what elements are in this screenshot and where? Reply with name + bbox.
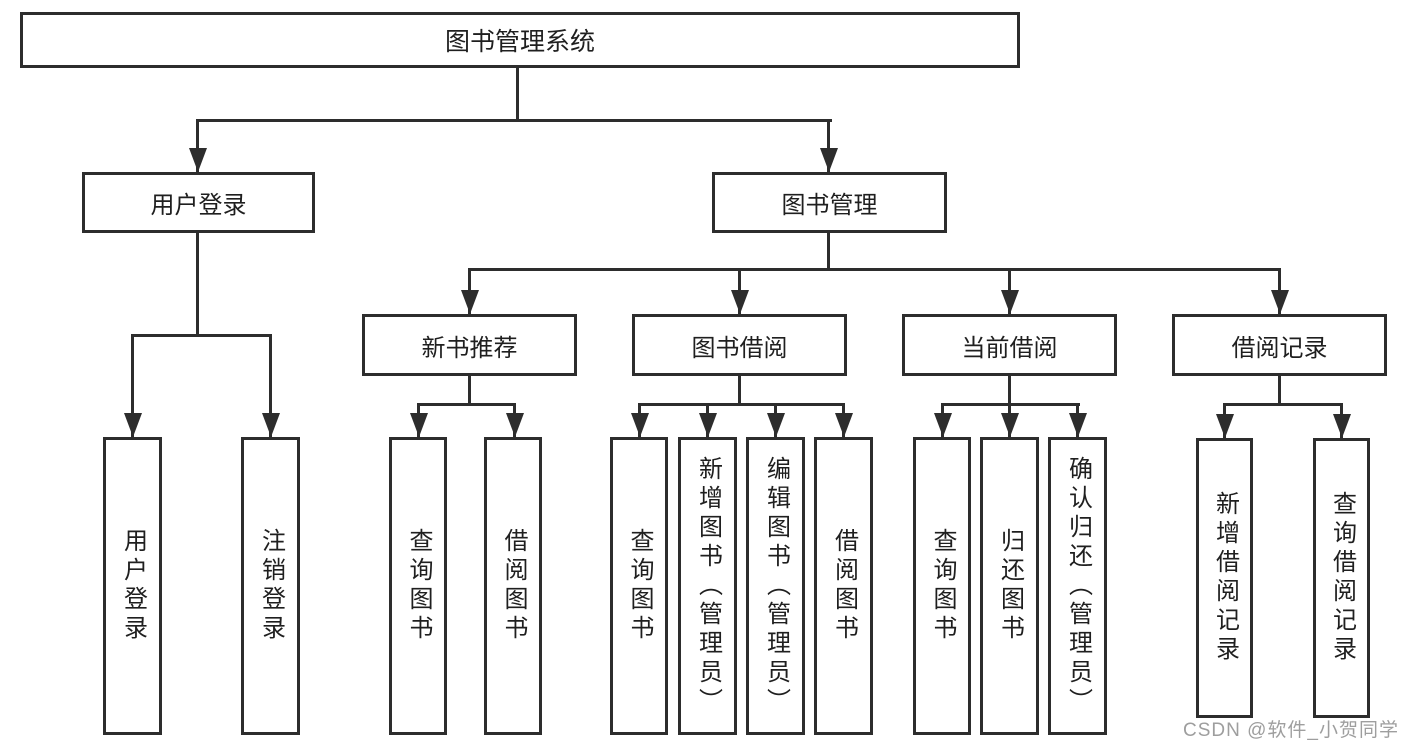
connector-mgmt-hline [468,268,1281,271]
leaf-edit-book-admin: 编辑图书（管理员） [746,437,805,735]
arrowhead-icon [934,413,952,437]
connector-records-vline [1278,376,1281,406]
leaf-user-login: 用户登录 [103,437,162,735]
arrowhead-icon [262,413,280,437]
node-book-management: 图书管理 [712,172,947,233]
arrowhead-icon [506,413,524,437]
connector-user-stem-1 [131,334,134,437]
leaf-add-book-admin: 新增图书（管理员） [678,437,737,735]
leaf-borrow-books-recommend: 借阅图书 [484,437,542,735]
arrowhead-icon [1216,414,1234,438]
leaf-query-books-current: 查询图书 [913,437,971,735]
arrowhead-icon [189,148,207,172]
connector-mgmt-vline [827,233,830,271]
node-borrow-records: 借阅记录 [1172,314,1387,376]
arrowhead-icon [124,413,142,437]
arrowhead-icon [835,413,853,437]
leaf-add-borrow-record: 新增借阅记录 [1196,438,1253,718]
connector-borrow-vline [738,376,741,406]
leaf-query-borrow-record: 查询借阅记录 [1313,438,1370,718]
connector-root-stem-left [196,119,199,172]
arrowhead-icon [1069,413,1087,437]
leaf-confirm-return-admin: 确认归还（管理员） [1048,437,1107,735]
connector-root-vline [516,68,519,122]
connector-borrow-hline [638,403,845,406]
arrowhead-icon [1333,414,1351,438]
leaf-query-books-recommend: 查询图书 [389,437,447,735]
node-root: 图书管理系统 [20,12,1020,68]
arrowhead-icon [820,148,838,172]
leaf-logout: 注销登录 [241,437,300,735]
connector-user-vline [196,233,199,337]
arrowhead-icon [1001,290,1019,314]
arrowhead-icon [1271,290,1289,314]
node-current-borrow: 当前借阅 [902,314,1117,376]
connector-newbook-hline [417,403,516,406]
connector-current-vline [1008,376,1011,406]
connector-records-hline [1223,403,1343,406]
arrowhead-icon [767,413,785,437]
node-book-borrow: 图书借阅 [632,314,847,376]
arrowhead-icon [731,290,749,314]
connector-root-stem-right [827,119,830,172]
connector-user-stem-2 [269,334,272,437]
connector-user-hline [131,334,272,337]
connector-newbook-vline [468,376,471,406]
arrowhead-icon [699,413,717,437]
connector-root-hline [196,119,832,122]
leaf-query-books-borrow: 查询图书 [610,437,668,735]
node-new-book-recommend: 新书推荐 [362,314,577,376]
arrowhead-icon [410,413,428,437]
arrowhead-icon [1001,413,1019,437]
arrowhead-icon [461,290,479,314]
arrowhead-icon [631,413,649,437]
leaf-borrow-books: 借阅图书 [814,437,873,735]
watermark-text: CSDN @软件_小贺同学 [1183,720,1399,741]
node-user-login: 用户登录 [82,172,315,233]
leaf-return-book: 归还图书 [980,437,1039,735]
